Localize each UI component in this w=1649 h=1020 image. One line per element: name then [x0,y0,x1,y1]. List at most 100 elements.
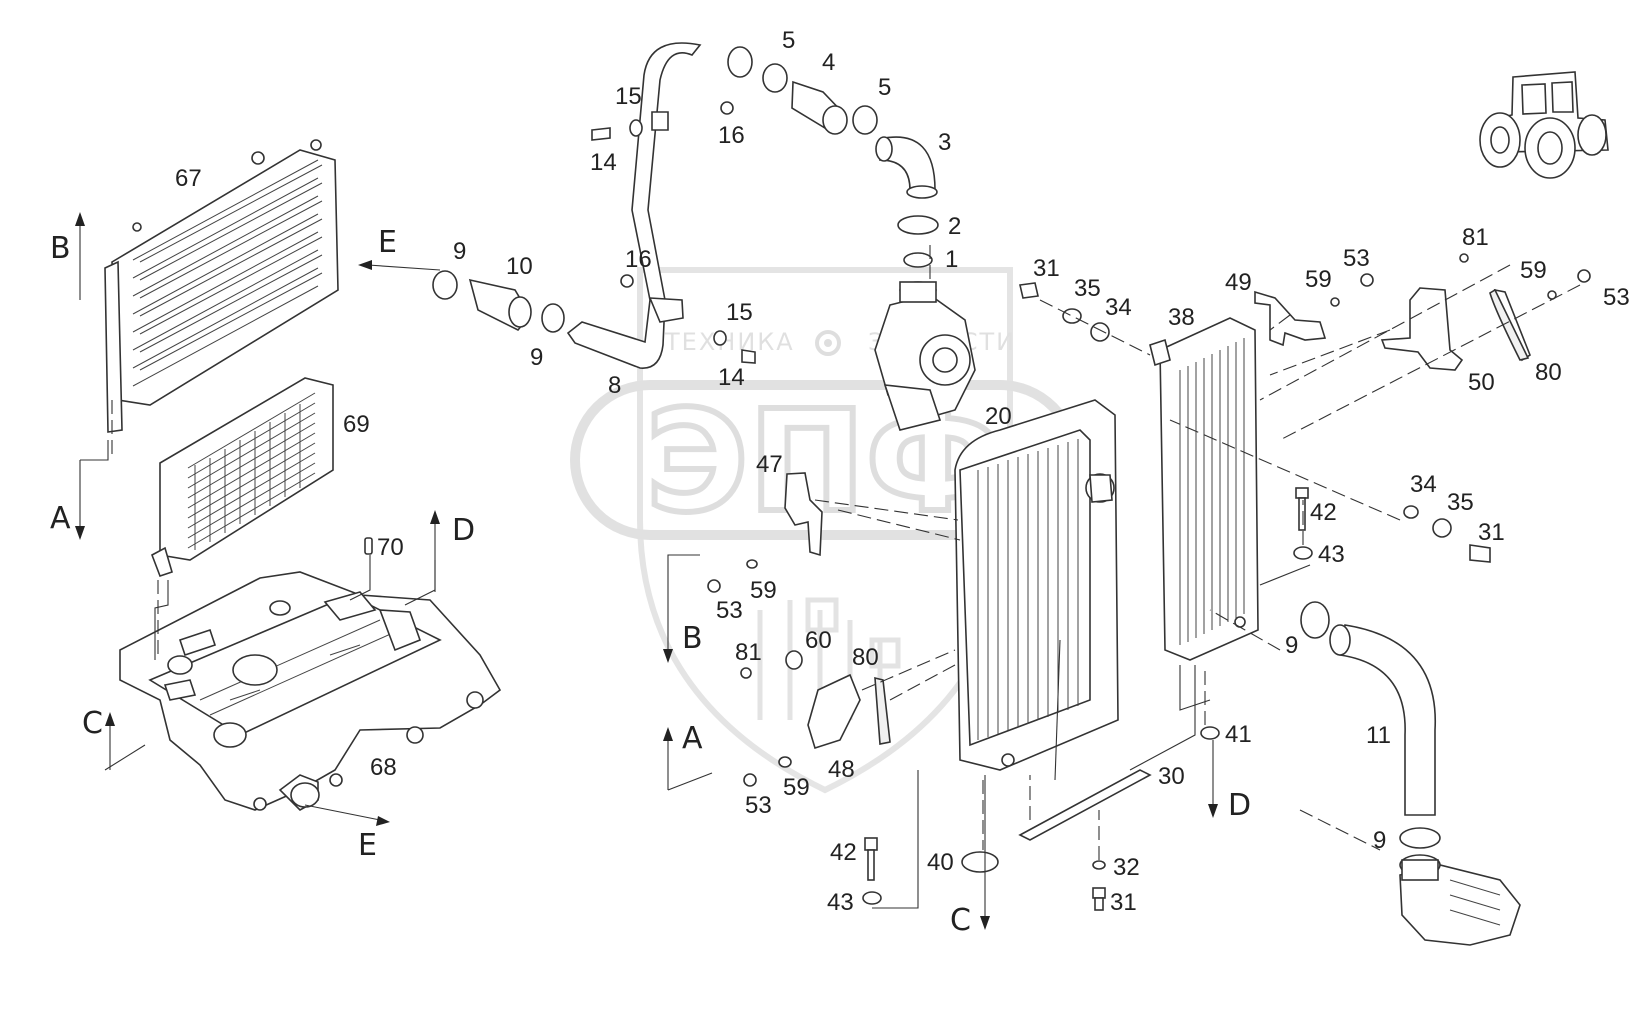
callout: 69 [343,411,370,438]
callout: 40 [927,849,954,876]
dashed-lines [111,245,1581,860]
ring-41 [1200,726,1220,740]
callout: 80 [1535,359,1562,386]
hose-11 [1329,624,1437,816]
charge-air-cooler-20 [954,399,1119,771]
callout: 9 [1373,827,1386,854]
letter-d-bottom: D [1228,788,1251,823]
washer-32 [1092,860,1106,870]
callout: 8 [608,372,621,399]
letter-c-bottom: C [950,903,971,938]
callout: 11 [1366,722,1391,749]
callout: 14 [590,149,617,176]
callout: 49 [1225,269,1252,296]
letter-e-top: E [378,225,397,260]
callout: 53 [1343,245,1370,272]
radiator-38 [1149,317,1259,661]
pump [1399,854,1521,946]
ring-1 [903,252,933,268]
cap-60 [785,650,803,670]
washer-43-right [1293,546,1313,560]
callout: 3 [938,129,951,156]
callout: 2 [948,213,961,240]
clamp-9-b [541,303,565,333]
callout: 32 [1113,854,1140,881]
letter-c-left: C [82,706,103,741]
cac-20-fins [977,439,1079,740]
callout: 81 [1462,224,1489,251]
callout: 15 [726,299,753,326]
callout: 20 [985,403,1012,430]
elbow-3 [875,136,938,199]
clamp-9-d [1399,827,1441,849]
washer-43-lower [862,891,882,905]
callout: 81 [735,639,762,666]
callout: 5 [782,27,795,54]
strap-30 [1018,769,1152,841]
bolt-31-lower [1092,887,1106,911]
callout: 35 [1447,489,1474,516]
callout: 80 [852,644,879,671]
callout: 38 [1168,304,1195,331]
ring-40 [961,851,999,873]
callout: 15 [615,83,642,110]
callout: 31 [1110,889,1137,916]
sleeve-10 [468,278,532,332]
clamp-9-a [432,270,458,300]
callout: 59 [750,577,777,604]
bracket-49 [1254,290,1327,347]
callout: 41 [1225,721,1252,748]
letter-a-middle: A [682,721,703,756]
bracket-48 [807,673,891,750]
callout: 16 [625,246,652,273]
fasteners-top [591,101,756,364]
callout: 59 [1305,266,1332,293]
callout: 1 [945,246,958,273]
tractor-icon [1479,71,1609,179]
callout: 30 [1158,763,1185,790]
callout: 47 [756,451,783,478]
callout: 53 [716,597,743,624]
connection-letters: B A D C E E B A C D [50,225,1251,938]
callout: 31 [1478,519,1505,546]
callout: 67 [175,165,202,192]
callout: 68 [370,754,397,781]
leader-lines [80,440,1311,909]
callout: 16 [718,122,745,149]
callout: 42 [1310,499,1337,526]
letter-b-middle: B [682,621,703,656]
callout: 59 [783,774,810,801]
letter-b-top: B [50,231,71,266]
radiator-67 [104,139,339,433]
oil-cooler-69 [151,377,334,578]
callout: 35 [1074,275,1101,302]
callout: 43 [1318,541,1345,568]
pipe-8 [566,42,753,369]
letter-d-left: D [452,513,475,548]
radiator-67-tubes [132,159,323,387]
callout: 53 [745,792,772,819]
arrows [75,212,1218,930]
callout: 4 [822,49,835,76]
letter-e-bottom: E [358,828,377,863]
watermark-left-text: ТЕХНИКА [664,328,795,356]
turbocharger [874,281,976,431]
callout: 70 [377,534,404,561]
callout: 9 [453,238,466,265]
frame-68 [119,571,502,811]
callout: 9 [530,344,543,371]
callout: 14 [718,364,745,391]
callout: 9 [1285,632,1298,659]
clamp-5-b [852,105,878,135]
callout: 34 [1105,294,1132,321]
fasteners-right [707,253,1591,787]
letter-a-left: A [50,501,71,536]
callout: 60 [805,627,832,654]
callout: 48 [828,756,855,783]
callout: 59 [1520,257,1547,284]
callout: 34 [1410,471,1437,498]
callout: 42 [830,839,857,866]
bolt-42-lower [864,837,878,881]
callout: 43 [827,889,854,916]
